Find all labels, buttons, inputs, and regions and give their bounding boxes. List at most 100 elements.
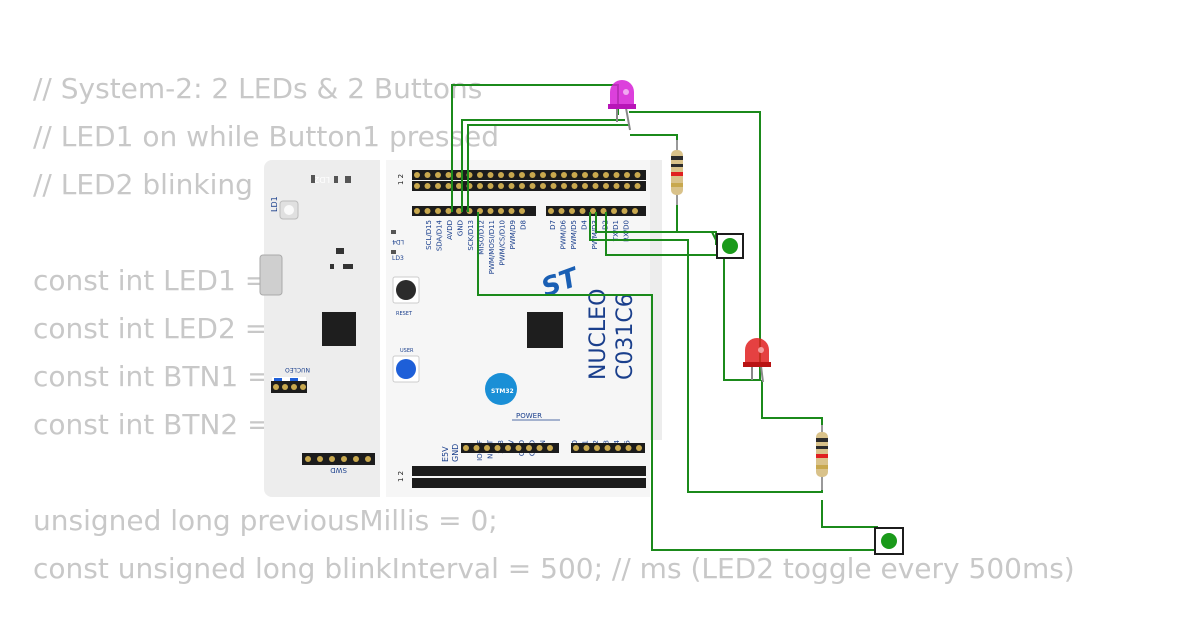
board-model: NUCLEO [586,289,611,380]
gnd-label: GND [451,444,460,462]
board-edge [650,160,662,440]
header-pin [582,172,588,178]
header-pin [456,208,462,214]
header-pin [571,183,578,189]
bottom-header-row-1 [412,466,646,476]
header-pin [604,445,611,451]
power-label: POWER [516,412,542,420]
header-pin [603,172,609,178]
ld3-led [391,250,396,254]
pin-label: PWM/CS/D10 [499,220,507,266]
pin-label: RX/D0 [623,220,631,242]
header-pin [466,172,473,178]
digital-header-left [412,206,536,216]
pin-label: D4 [581,219,589,229]
header-pin [573,445,579,451]
header-pin [414,208,420,214]
header-pin [456,172,462,178]
nucleo-small-label: NUCLEO [285,366,310,373]
pin-label: MISO/D12 [478,220,486,255]
header-pin [445,208,452,214]
code-line: const int BTN1 = ... [33,360,307,393]
header-number-bottom: 1 2 [397,471,405,482]
header-pin [473,445,480,451]
pin-label: AVDD [446,220,454,240]
header-pin [515,445,522,451]
ld4-label: LD4 [392,238,404,245]
header-pin [634,172,641,178]
header-pin [624,183,630,189]
header-pin [613,172,620,178]
header-pin [498,183,504,189]
header-pin [445,172,452,178]
header-pin [613,183,620,189]
reset-button-cap[interactable] [396,280,416,300]
ld1-label: LD1 [270,196,279,212]
header-pin [526,445,532,451]
header-pin [529,183,536,189]
user-button-cap[interactable] [396,359,416,379]
header-pin [600,208,607,214]
header-pin [569,208,575,214]
header-pin [582,183,588,189]
jumper-header [271,381,307,393]
header-pin [519,208,525,214]
code-line: const unsigned long blinkInterval = 500;… [33,552,1075,585]
header-pin [550,183,557,189]
header-pin [487,208,494,214]
code-line: // LED1 on while Button1 pressed [33,120,500,153]
header-pin [519,183,525,189]
jumper-mark [274,378,282,381]
header-pin [625,445,632,451]
ld1-led-dome [284,205,294,215]
pin-label: PWM/MOSI/D11 [488,220,496,274]
header-pin [498,172,504,178]
header-pin [592,172,599,178]
stlink-chip [322,312,356,346]
header-pin [547,445,553,451]
header-pin [624,172,630,178]
header-pin [487,172,494,178]
pin-label: D7 [549,220,557,230]
header-pin [466,208,473,214]
header-pin [456,183,462,189]
smd-part [330,264,334,269]
header-pin [594,445,600,451]
ld4-led [391,230,396,234]
stm32-logo-text: STM32 [491,388,514,395]
pin-label: SDA/D14 [436,219,444,251]
header-pin [508,208,515,214]
pin-label: PWM/D6 [560,219,568,249]
header-pin [536,445,543,451]
header-pin [548,208,554,214]
header-pin [487,183,494,189]
jumper-mark [290,378,298,381]
board-chip: C031C6 [613,293,638,380]
header-pin [484,445,490,451]
e5v-label: E5V [441,446,450,462]
header-pin [540,183,546,189]
header-pin [435,208,441,214]
board-split [380,160,386,497]
header-pin [414,183,420,189]
reset-label: RESET [396,311,413,317]
header-pin [505,445,511,451]
mcu-chip [527,312,563,348]
user-label: USER [400,348,414,354]
header-pin [590,208,596,214]
header-pin [477,172,483,178]
header-pin [424,172,431,178]
header-pin [508,183,515,189]
pin-label: SCK/D13 [467,220,475,251]
code-line: // System-2: 2 LEDs & 2 Buttons [33,72,483,105]
code-line: const int BTN2 = ... [33,408,307,441]
header-pin [634,183,641,189]
smd-part [334,176,338,183]
header-pin [424,183,431,189]
header-pin [583,445,590,451]
header-pin [632,208,638,214]
swd-label: SWD [330,466,347,474]
header-pin [579,208,586,214]
pin-label: GND [457,220,465,236]
